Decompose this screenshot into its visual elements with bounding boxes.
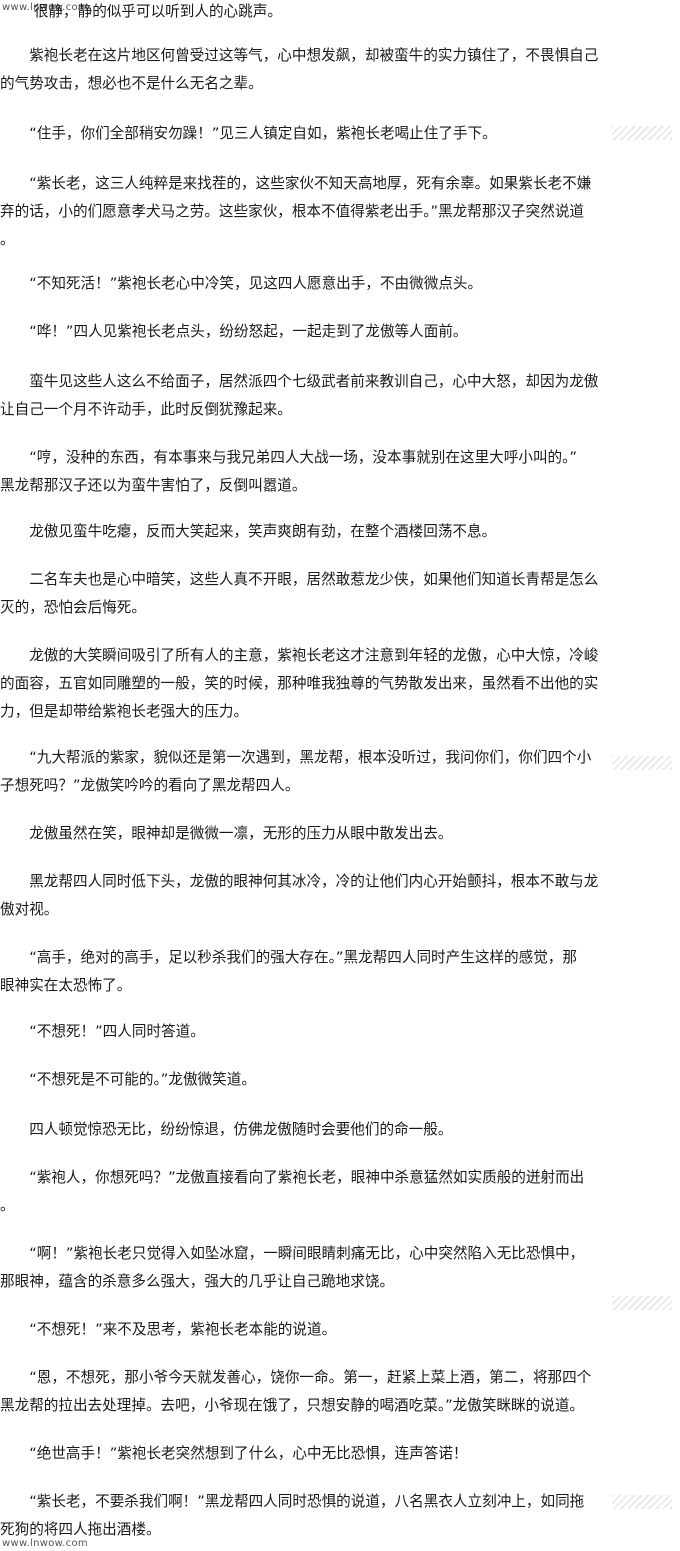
paragraph-line: “哗！”四人见紫袍长老点头，纷纷怒起，一起走到了龙傲等人面前。 [0,323,468,340]
paragraph-line: “高手，绝对的高手，足以秒杀我们的强大存在。”黑龙帮四人同时产生这样的感觉，那 [0,949,577,966]
paragraph: “住手，你们全部稍安勿躁！”见三人镇定自如，紫袍长老喝止住了手下。 [0,120,672,148]
paragraph: “紫长老，不要杀我们啊！”黑龙帮四人同时恐惧的说道，八名黑衣人立刻冲上，如同拖死… [0,1488,672,1544]
paragraph-line: 黑龙帮四人同时低下头，龙傲的眼神何其冰冷，冷的让他们内心开始颤抖，根本不敢与龙 [0,873,599,890]
paragraph-line: “不想死！”来不及思考，紫袍长老本能的说道。 [0,1321,337,1338]
paragraph-line: “不想死是不可能的。”龙傲微笑道。 [0,1071,256,1088]
paragraph-line: “紫长老，这三人纯粹是来找茬的，这些家伙不知天高地厚，死有余辜。如果紫长老不嫌 [0,175,592,192]
paragraph-line: 很静，静的似乎可以听到人的心跳声。 [0,3,282,20]
paragraph-line: “啊！”紫袍长老只觉得入如坠冰窟，一瞬间眼睛刺痛无比，心中突然陷入无比恐惧中， [0,1245,585,1262]
paragraph-line: “恩，不想死，那小爷今天就发善心，饶你一命。第一，赶紧上菜上酒，第二，将那四个 [0,1369,592,1386]
paragraph-line: “九大帮派的紫家，貌似还是第一次遇到，黑龙帮，根本没听过，我问你们，你们四个小 [0,749,592,766]
paragraph-line: 力，但是却带给紫袍长老强大的压力。 [0,703,249,720]
watermark-bottom: www.lnwow.com [2,1538,88,1549]
paragraph-line: “紫长老，不要杀我们啊！”黑龙帮四人同时恐惧的说道，八名黑衣人立刻冲上，如同拖 [0,1493,585,1510]
paragraph: 紫袍长老在这片地区何曾受过这等气，心中想发飙，却被蛮牛的实力镇住了，不畏惧自己的… [0,42,672,98]
paragraph: “哼，没种的东西，有本事来与我兄弟四人大战一场，没本事就别在这里大呼小叫的。” 黑… [0,444,672,500]
paragraph: “高手，绝对的高手，足以秒杀我们的强大存在。”黑龙帮四人同时产生这样的感觉，那眼… [0,944,672,1000]
paragraph-line: 子想死吗？”龙傲笑吟吟的看向了黑龙帮四人。 [0,777,300,794]
paragraph: 四人顿觉惊恐无比，纷纷惊退，仿佛龙傲随时会要他们的命一般。 [0,1116,672,1144]
paragraph: “不想死！”来不及思考，紫袍长老本能的说道。 [0,1316,672,1344]
paragraph-line: “绝世高手！”紫袍长老突然想到了什么，心中无比恐惧，连声答诺！ [0,1445,468,1462]
paragraph: “紫袍人，你想死吗？”龙傲直接看向了紫袍长老，眼神中杀意猛然如实质般的迸射而出。 [0,1164,672,1220]
watermark-top: www.lnwow.com [2,2,88,13]
paragraph: “不知死活！”紫袍长老心中冷笑，见这四人愿意出手，不由微微点头。 [0,270,672,298]
paragraph-line: 的气势攻击，想必也不是什么无名之辈。 [0,75,263,92]
paragraph-line: 灭的，恐怕会后悔死。 [0,599,146,616]
paragraph: “恩，不想死，那小爷今天就发善心，饶你一命。第一，赶紧上菜上酒，第二，将那四个黑… [0,1364,672,1420]
paragraph-line: 傲对视。 [0,901,59,918]
paragraph-line: “哼，没种的东西，有本事来与我兄弟四人大战一场，没本事就别在这里大呼小叫的。” [0,449,577,466]
paragraph: 龙傲虽然在笑，眼神却是微微一凛，无形的压力从眼中散发出去。 [0,820,672,848]
paragraph-line: 蛮牛见这些人这么不给面子，居然派四个七级武者前来教训自己，心中大怒，却因为龙傲 [0,373,599,390]
paragraph-line: 眼神实在太恐怖了。 [0,977,132,994]
paragraph-line: 黑龙帮的拉出去处理掉。去吧，小爷现在饿了，只想安静的喝酒吃菜。”龙傲笑眯眯的说道… [0,1397,585,1414]
paragraph-line: 二名车夫也是心中暗笑，这些人真不开眼，居然敢惹龙少侠，如果他们知道长青帮是怎么 [0,571,599,588]
paragraph-line: 黑龙帮那汉子还以为蛮牛害怕了，反倒叫嚣道。 [0,477,307,494]
paragraph-line: 龙傲的大笑瞬间吸引了所有人的主意，紫袍长老这才注意到年轻的龙傲，心中大惊，冷峻 [0,647,599,664]
paragraph: “啊！”紫袍长老只觉得入如坠冰窟，一瞬间眼睛刺痛无比，心中突然陷入无比恐惧中， 那… [0,1240,672,1296]
paragraph: “哗！”四人见紫袍长老点头，纷纷怒起，一起走到了龙傲等人面前。 [0,318,672,346]
paragraph-line: 龙傲虽然在笑，眼神却是微微一凛，无形的压力从眼中散发出去。 [0,825,453,842]
decorative-stripe [612,126,672,140]
decorative-stripe [612,1495,672,1509]
paragraph: “不想死！”四人同时答道。 [0,1018,672,1046]
paragraph: 龙傲见蛮牛吃瘪，反而大笑起来，笑声爽朗有劲，在整个酒楼回荡不息。 [0,518,672,546]
paragraph-line: “住手，你们全部稍安勿躁！”见三人镇定自如，紫袍长老喝止住了手下。 [0,125,497,142]
paragraph-line: 龙傲见蛮牛吃瘪，反而大笑起来，笑声爽朗有劲，在整个酒楼回荡不息。 [0,523,497,540]
paragraph: “绝世高手！”紫袍长老突然想到了什么，心中无比恐惧，连声答诺！ [0,1440,672,1468]
paragraph: 很静，静的似乎可以听到人的心跳声。 [0,0,672,26]
decorative-stripe [612,756,672,770]
paragraph: 龙傲的大笑瞬间吸引了所有人的主意，紫袍长老这才注意到年轻的龙傲，心中大惊，冷峻的… [0,642,672,726]
paragraph-line: 让自己一个月不许动手，此时反倒犹豫起来。 [0,401,292,418]
decorative-stripe [612,1296,672,1310]
paragraph: “九大帮派的紫家，貌似还是第一次遇到，黑龙帮，根本没听过，我问你们，你们四个小子… [0,744,672,800]
paragraph: “不想死是不可能的。”龙傲微笑道。 [0,1066,672,1094]
paragraph: 蛮牛见这些人这么不给面子，居然派四个七级武者前来教训自己，心中大怒，却因为龙傲让… [0,368,672,424]
paragraph-line: 。 [0,1197,15,1214]
paragraph-line: 死狗的将四人拖出酒楼。 [0,1521,161,1538]
paragraph: 二名车夫也是心中暗笑，这些人真不开眼，居然敢惹龙少侠，如果他们知道长青帮是怎么灭… [0,566,672,622]
paragraph-line: 的面容，五官如同雕塑的一般，笑的时候，那种唯我独尊的气势散发出来，虽然看不出他的… [0,675,599,692]
paragraph: 黑龙帮四人同时低下头，龙傲的眼神何其冰冷，冷的让他们内心开始颤抖，根本不敢与龙傲… [0,868,672,924]
paragraph-line: 弃的话，小的们愿意孝犬马之劳。这些家伙，根本不值得紫老出手。”黑龙帮那汉子突然说… [0,203,585,220]
paragraph-line: “不想死！”四人同时答道。 [0,1023,205,1040]
paragraph-line: 。 [0,231,15,248]
paragraph-line: “不知死活！”紫袍长老心中冷笑，见这四人愿意出手，不由微微点头。 [0,275,483,292]
paragraph-line: 紫袍长老在这片地区何曾受过这等气，心中想发飙，却被蛮牛的实力镇住了，不畏惧自己 [0,47,599,64]
paragraph-line: “紫袍人，你想死吗？”龙傲直接看向了紫袍长老，眼神中杀意猛然如实质般的迸射而出 [0,1169,585,1186]
paragraph: “紫长老，这三人纯粹是来找茬的，这些家伙不知天高地厚，死有余辜。如果紫长老不嫌弃… [0,170,672,254]
paragraph-line: 那眼神，蕴含的杀意多么强大，强大的几乎让自己跪地求饶。 [0,1273,395,1290]
paragraph-line: 四人顿觉惊恐无比，纷纷惊退，仿佛龙傲随时会要他们的命一般。 [0,1121,453,1138]
